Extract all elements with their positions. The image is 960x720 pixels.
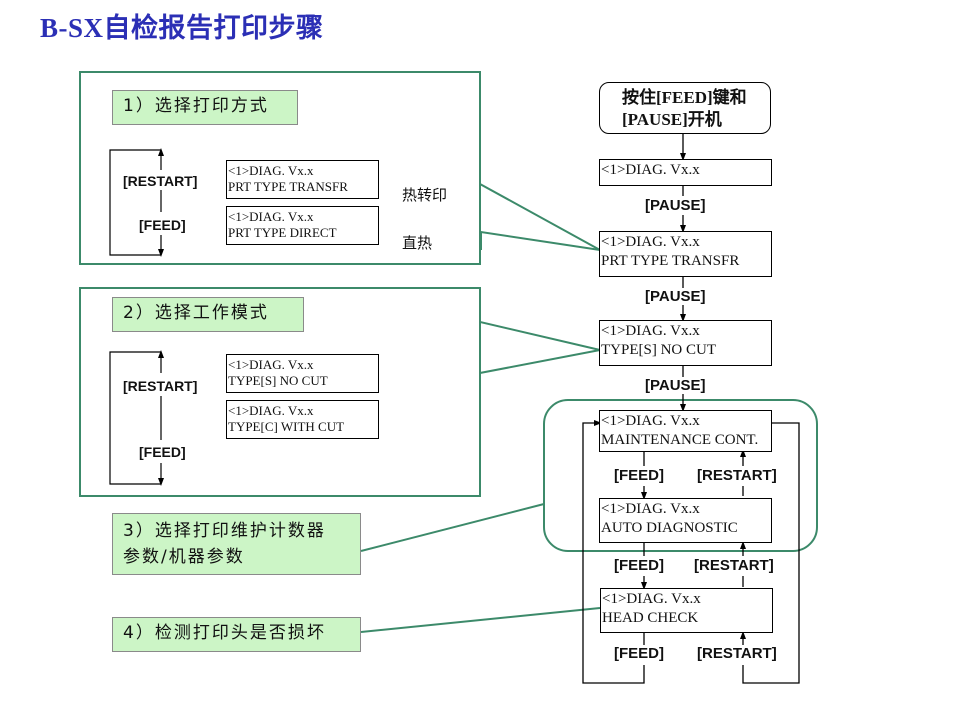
restart-key-label: [RESTART]: [696, 645, 778, 662]
restart-key-label: [RESTART]: [693, 557, 775, 574]
lcd-line-2: MAINTENANCE CONT.: [601, 432, 759, 448]
feed-key-label: [FEED]: [139, 217, 186, 233]
flow-screen-maintenance: <1>DIAG. Vx.x MAINTENANCE CONT.: [599, 410, 772, 452]
lcd-line-2: TYPE[S] NO CUT: [228, 373, 328, 388]
flow-screen-prt-type: <1>DIAG. Vx.x PRT TYPE TRANSFR: [599, 231, 772, 277]
lcd-prt-type-direct: <1>DIAG. Vx.x PRT TYPE DIRECT: [226, 206, 379, 245]
lcd-line-2: PRT TYPE TRANSFR: [228, 179, 348, 194]
flow-screen-auto-diagnostic: <1>DIAG. Vx.x AUTO DIAGNOSTIC: [599, 498, 772, 543]
feed-key-label: [FEED]: [139, 444, 186, 460]
step-4-label: 4）检测打印头是否损坏: [112, 617, 361, 652]
step-3-line-1: 3）选择打印维护计数器: [123, 521, 326, 541]
note-thermal-transfer: 热转印: [402, 186, 448, 204]
feed-key-label: [FEED]: [613, 557, 665, 574]
lcd-type-s-no-cut: <1>DIAG. Vx.x TYPE[S] NO CUT: [226, 354, 379, 393]
lcd-line-1: <1>DIAG. Vx.x: [601, 501, 700, 517]
restart-key-label: [RESTART]: [696, 467, 778, 484]
start-line-1: 按住[FEED]键和: [622, 88, 747, 107]
lcd-line-1: <1>DIAG. Vx.x: [228, 209, 314, 224]
lcd-line-2: PRT TYPE DIRECT: [228, 225, 337, 240]
lcd-type-c-with-cut: <1>DIAG. Vx.x TYPE[C] WITH CUT: [226, 400, 379, 439]
panel1-cycle-bracket: [109, 148, 164, 257]
lcd-line-1: <1>DIAG. Vx.x: [228, 403, 314, 418]
flow-screen-diag: <1>DIAG. Vx.x: [599, 159, 772, 186]
lcd-line-2: PRT TYPE TRANSFR: [601, 253, 740, 269]
page-title: B-SX自检报告打印步骤: [40, 13, 324, 43]
flow-connectors: [582, 134, 800, 684]
step-1-label: 1）选择打印方式: [112, 90, 298, 125]
lcd-prt-type-transfr: <1>DIAG. Vx.x PRT TYPE TRANSFR: [226, 160, 379, 199]
step-3-line-2: 参数/机器参数: [123, 547, 245, 567]
panel2-cycle-bracket: [109, 350, 164, 486]
pause-key-label: [PAUSE]: [644, 377, 707, 394]
lcd-line-1: <1>DIAG. Vx.x: [228, 357, 314, 372]
lcd-line-1: <1>DIAG. Vx.x: [228, 163, 314, 178]
restart-key-label: [RESTART]: [123, 173, 198, 189]
lcd-line-2: TYPE[S] NO CUT: [601, 342, 716, 358]
lcd-line-2: TYPE[C] WITH CUT: [228, 419, 345, 434]
callout-lines: [360, 170, 601, 633]
flow-start-box: 按住[FEED]键和 [PAUSE]开机: [599, 82, 771, 134]
feed-key-label: [FEED]: [613, 645, 665, 662]
flow-screen-type-mode: <1>DIAG. Vx.x TYPE[S] NO CUT: [599, 320, 772, 366]
maintenance-group-box: [543, 399, 818, 552]
start-line-2: [PAUSE]开机: [622, 110, 722, 129]
lcd-line-1: <1>DIAG. Vx.x: [601, 234, 700, 250]
step-3-label: 3）选择打印维护计数器 参数/机器参数: [112, 513, 361, 575]
lcd-line-2: HEAD CHECK: [602, 610, 699, 626]
note-direct-thermal: 直热: [402, 234, 433, 252]
pause-key-label: [PAUSE]: [644, 288, 707, 305]
lcd-line-2: AUTO DIAGNOSTIC: [601, 520, 738, 536]
pause-key-label: [PAUSE]: [644, 197, 707, 214]
lcd-line-1: <1>DIAG. Vx.x: [601, 413, 700, 429]
feed-key-label: [FEED]: [613, 467, 665, 484]
lcd-line-1: <1>DIAG. Vx.x: [601, 323, 700, 339]
lcd-line-1: <1>DIAG. Vx.x: [601, 162, 700, 178]
restart-key-label: [RESTART]: [123, 378, 198, 394]
lcd-line-1: <1>DIAG. Vx.x: [602, 591, 701, 607]
step-2-label: 2）选择工作模式: [112, 297, 304, 332]
flow-screen-head-check: <1>DIAG. Vx.x HEAD CHECK: [600, 588, 773, 633]
